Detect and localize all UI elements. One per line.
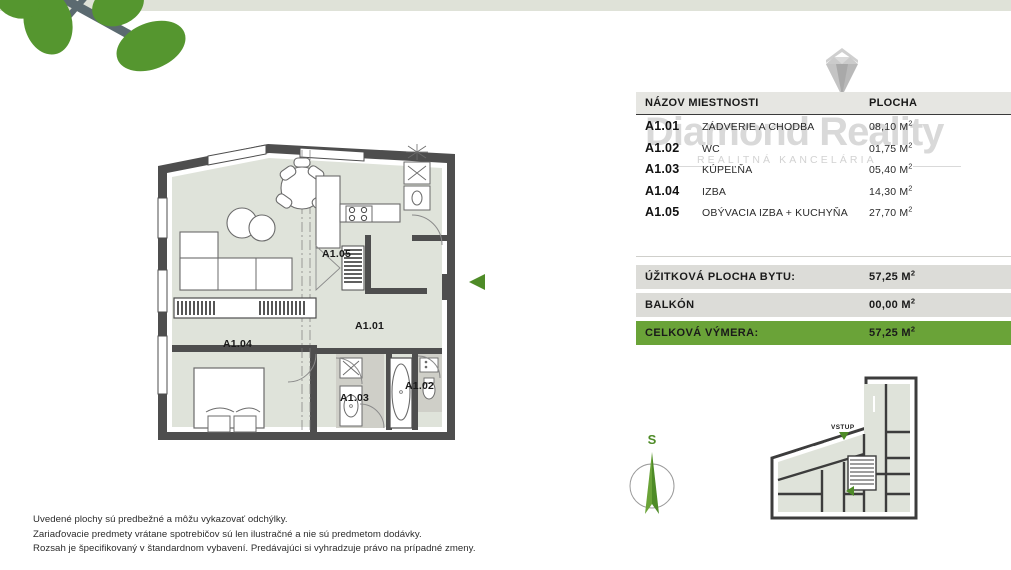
summary-label: CELKOVÁ VÝMERA: bbox=[645, 327, 759, 339]
summary-value: 57,25 M2 bbox=[869, 324, 916, 339]
room-area: 14,30 M2 bbox=[869, 184, 913, 198]
table-row: A1.04 IZBA 14,30 M2 bbox=[636, 180, 1011, 202]
floor-plan: A1.05 A1.01 A1.04 A1.03 A1.02 bbox=[150, 140, 480, 455]
room-code: A1.01 bbox=[645, 119, 680, 133]
entrance-arrow-icon bbox=[466, 271, 488, 293]
room-code: A1.04 bbox=[645, 183, 680, 198]
table-header-room-name: NÁZOV MIESTNOSTI bbox=[645, 97, 759, 109]
plan-room-label-a102: A1.02 bbox=[405, 380, 435, 392]
room-area-table: NÁZOV MIESTNOSTI PLOCHA A1.01 ZÁDVERIE A… bbox=[636, 92, 1011, 223]
plan-room-label-a103: A1.03 bbox=[340, 392, 370, 404]
room-code: A1.05 bbox=[645, 205, 680, 220]
table-header-row: NÁZOV MIESTNOSTI PLOCHA bbox=[636, 92, 1011, 115]
room-code: A1.03 bbox=[645, 162, 680, 177]
disclaimer-line-3: Rozsah je špecifikovaný v štandardnom vy… bbox=[33, 543, 476, 555]
room-code: A1.02 bbox=[645, 140, 680, 155]
room-area: 08,10 M2 bbox=[869, 119, 913, 133]
room-name: WC bbox=[702, 142, 720, 155]
disclaimer-line-1: Uvedené plochy sú predbežné a môžu vykaz… bbox=[33, 514, 288, 525]
summary-row-total-area: CELKOVÁ VÝMERA: 57,25 M2 bbox=[636, 321, 1011, 345]
plan-room-label-a101: A1.01 bbox=[355, 320, 385, 332]
leaf-decoration bbox=[0, 0, 210, 95]
room-name: KÚPEĽŇA bbox=[702, 164, 753, 177]
plan-room-label-a104: A1.04 bbox=[223, 338, 253, 350]
building-key-plan bbox=[766, 362, 922, 522]
summary-label: BALKÓN bbox=[645, 299, 695, 311]
summary-value: 00,00 M2 bbox=[869, 296, 916, 311]
summary-top-rule bbox=[636, 256, 1011, 257]
area-summary: ÚŽITKOVÁ PLOCHA BYTU: 57,25 M2 BALKÓN 00… bbox=[636, 256, 1011, 345]
disclaimer-line-2: Zariaďovacie predmety vrátane spotrebičo… bbox=[33, 528, 422, 540]
room-area: 27,70 M2 bbox=[869, 205, 913, 220]
keyplan-entrance-label: VSTUP bbox=[831, 424, 855, 431]
table-row: A1.05 OBÝVACIA IZBA + KUCHYŇA 27,70 M2 bbox=[636, 201, 1011, 223]
room-name: IZBA bbox=[702, 185, 727, 198]
compass-north-label: S bbox=[647, 432, 657, 447]
summary-value: 57,25 M2 bbox=[869, 268, 916, 283]
table-row: A1.03 KÚPEĽŇA 05,40 M2 bbox=[636, 158, 1011, 180]
room-name: ZÁDVERIE A CHODBA bbox=[702, 121, 815, 133]
compass-rose: S bbox=[624, 432, 680, 524]
summary-row-balcony: BALKÓN 00,00 M2 bbox=[636, 293, 1011, 317]
top-decorative-band bbox=[0, 0, 1011, 11]
diamond-logo bbox=[800, 46, 884, 102]
room-name: OBÝVACIA IZBA + KUCHYŇA bbox=[702, 207, 848, 220]
summary-label: ÚŽITKOVÁ PLOCHA BYTU: bbox=[645, 271, 796, 283]
room-area: 05,40 M2 bbox=[869, 162, 913, 177]
disclaimer-text: Uvedené plochy sú predbežné a môžu vykaz… bbox=[33, 513, 633, 557]
table-row: A1.02 WC 01,75 M2 bbox=[636, 137, 1011, 159]
plan-room-label-a105: A1.05 bbox=[322, 248, 352, 260]
table-header-area: PLOCHA bbox=[869, 97, 918, 109]
summary-row-usable-area: ÚŽITKOVÁ PLOCHA BYTU: 57,25 M2 bbox=[636, 265, 1011, 289]
table-row: A1.01 ZÁDVERIE A CHODBA 08,10 M2 bbox=[636, 115, 1011, 137]
room-area: 01,75 M2 bbox=[869, 141, 913, 155]
